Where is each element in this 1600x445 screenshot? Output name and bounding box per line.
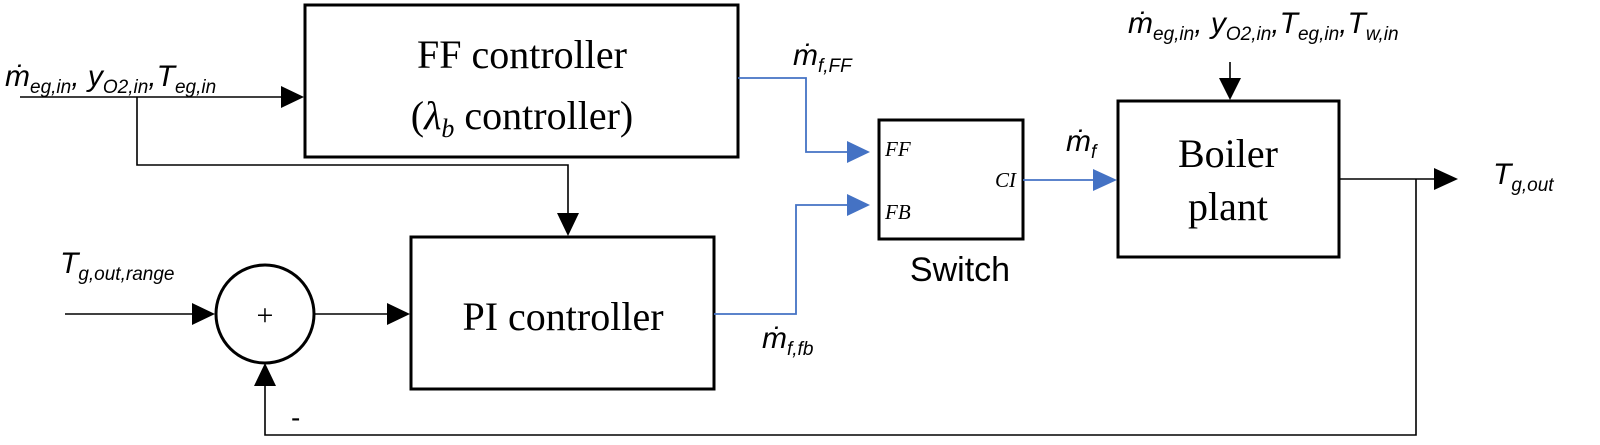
ff-controller-block: FF controller (λb controller) [303, 3, 740, 159]
t-g-out-label: Tg,out [1493, 158, 1554, 196]
ff-signal-wire [738, 77, 870, 163]
switch-output-wire [1023, 169, 1117, 191]
plant-inputs-label: ṁeg,in, yO2,in,Teg,in,Tw,in [1128, 7, 1399, 45]
switch-block: FF FB CI Switch [877, 118, 1025, 289]
t-g-out-range-label: Tg,out,range [60, 247, 174, 285]
boiler-plant-label-line1: Boiler [1178, 131, 1278, 176]
switch-label: Switch [910, 251, 1010, 289]
plus-sign: + [257, 299, 274, 332]
fb-signal-wire [714, 194, 870, 315]
ff-inputs-label: ṁeg,in, yO2,in,Teg,in [5, 60, 216, 98]
feedback-wire [254, 179, 1417, 436]
minus-sign: - [291, 402, 300, 433]
m-f-label: ṁf [1066, 125, 1098, 163]
sum-to-pi-wire [314, 303, 410, 325]
branch-to-pi-wire [136, 97, 579, 236]
pi-controller-label: PI controller [462, 294, 663, 339]
boiler-plant-block: Boiler plant [1116, 99, 1341, 259]
switch-port-ff: FF [884, 137, 911, 161]
plant-output-wire [1339, 168, 1458, 190]
ff-controller-title: FF controller [417, 32, 627, 77]
switch-port-fb: FB [884, 200, 911, 224]
m-f-fb-label: ṁf,fb [762, 322, 813, 360]
ff-controller-subtitle: (λb controller) [411, 93, 633, 143]
range-input-wire [65, 303, 215, 325]
pi-controller-block: PI controller [409, 235, 716, 391]
ff-input-wire [20, 86, 304, 108]
boiler-plant-label-line2: plant [1188, 184, 1268, 229]
plant-input-wire [1219, 62, 1241, 100]
m-f-ff-label: ṁf,FF [793, 39, 853, 77]
switch-port-ci: CI [995, 168, 1017, 192]
